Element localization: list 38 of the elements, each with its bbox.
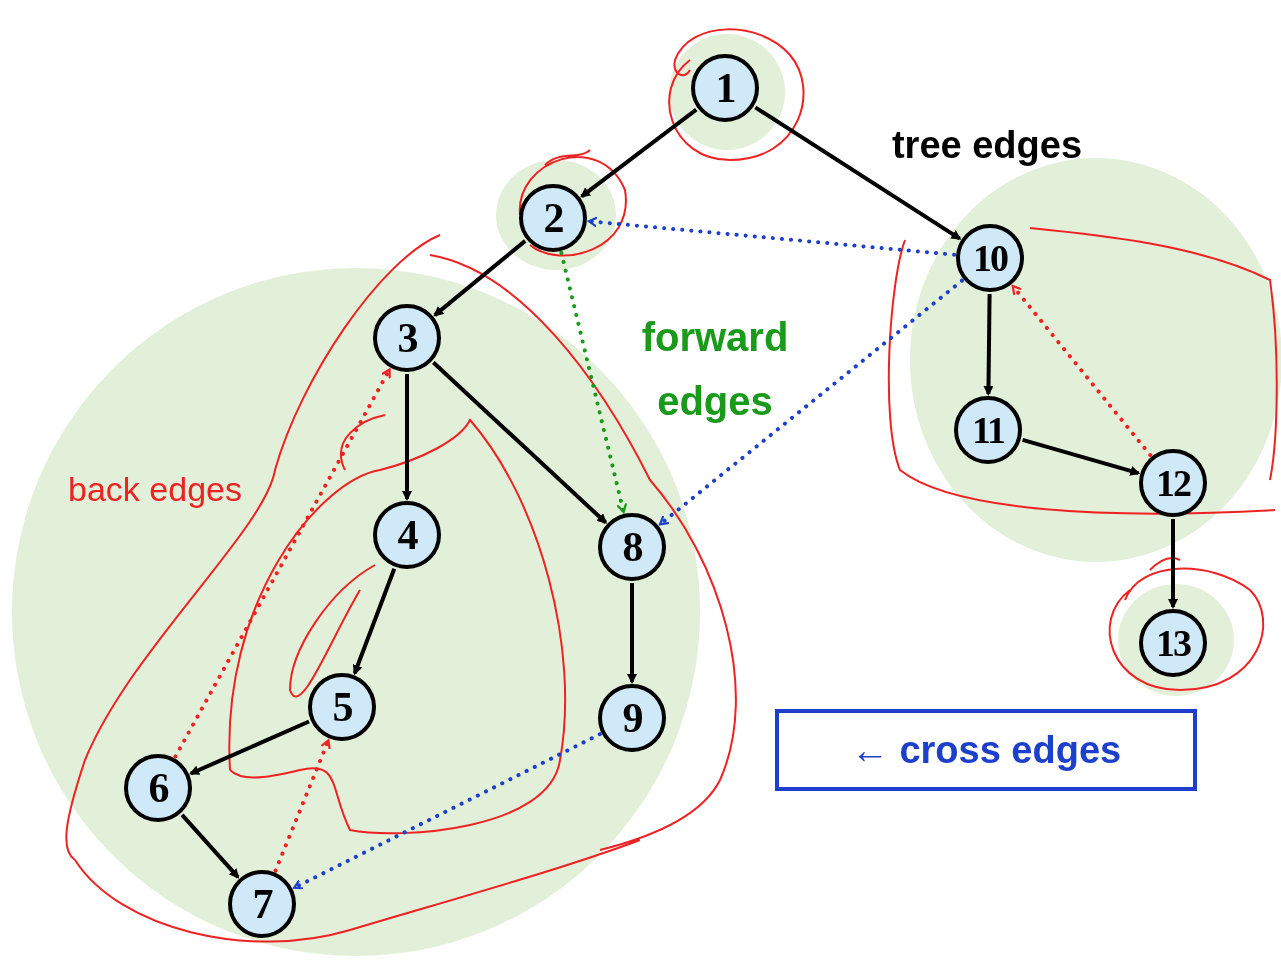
edge-type-label: tree edges bbox=[890, 123, 1084, 168]
arrow bbox=[402, 374, 412, 501]
arrow bbox=[180, 813, 240, 879]
vertex-circle: 7 bbox=[228, 870, 296, 938]
vertex-circle: 10 bbox=[956, 224, 1024, 292]
dotted-arrow bbox=[559, 251, 627, 514]
legend-box bbox=[775, 709, 1197, 791]
arrow bbox=[754, 105, 962, 241]
vertex-circle: 9 bbox=[598, 684, 666, 752]
arrow bbox=[352, 567, 397, 676]
vertex-circle: 12 bbox=[1139, 449, 1207, 517]
vertex-circle: 2 bbox=[519, 184, 587, 252]
vertex-circle: 4 bbox=[373, 501, 441, 569]
dotted-arrow bbox=[292, 732, 602, 890]
dotted-arrow bbox=[658, 278, 964, 527]
vertex-circle: 3 bbox=[373, 304, 441, 372]
vertex-circle: 13 bbox=[1139, 609, 1207, 677]
legend-text: ← cross edges bbox=[850, 728, 1122, 772]
dotted-arrow bbox=[586, 216, 957, 257]
vertex-circle: 6 bbox=[124, 754, 192, 822]
edge-type-label: forward edges bbox=[640, 314, 790, 425]
arrow bbox=[189, 719, 310, 776]
arrow bbox=[627, 583, 637, 684]
arrow bbox=[983, 293, 994, 396]
dotted-arrow bbox=[1010, 283, 1153, 458]
dotted-arrow bbox=[273, 738, 331, 873]
vertex-circle: 8 bbox=[598, 513, 666, 581]
dotted-arrow bbox=[173, 367, 392, 759]
arrow bbox=[580, 108, 698, 198]
group-blob bbox=[669, 34, 785, 150]
arrow bbox=[1022, 438, 1141, 476]
vertex-circle: 1 bbox=[691, 54, 759, 122]
arrow bbox=[433, 239, 527, 317]
edge-type-label: back edges bbox=[67, 469, 243, 510]
vertex-circle: 11 bbox=[954, 396, 1022, 464]
vertex-circle: 5 bbox=[308, 673, 376, 741]
arrow bbox=[1168, 519, 1178, 609]
arrow bbox=[432, 361, 608, 524]
